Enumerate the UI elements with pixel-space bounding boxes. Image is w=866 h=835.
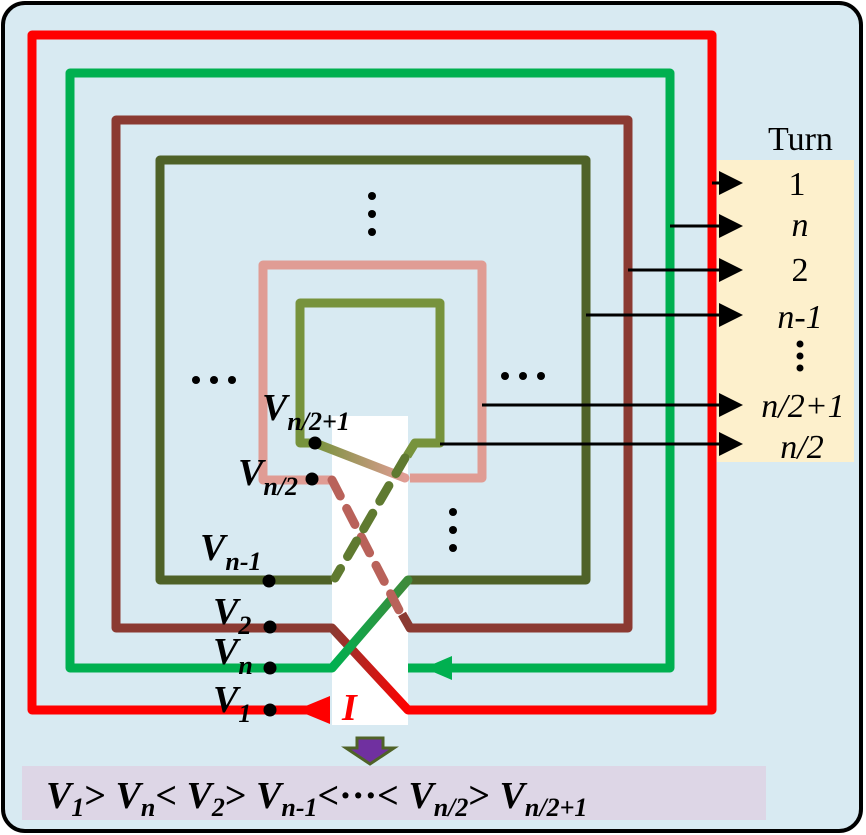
crossover-inner-to-n-2 (310, 438, 410, 483)
dashed-crossover-n-2-to-2 (327, 475, 405, 617)
crossover-turn-2-to-1 (327, 623, 413, 715)
turn-arrows (440, 171, 743, 456)
node-label-vn-1: Vn-1 (200, 527, 261, 576)
turn-header: Turn (768, 121, 833, 158)
dashed-crossover-inner-to-n-1 (330, 453, 410, 583)
equation-panel (22, 766, 766, 820)
current-label: I (341, 687, 358, 729)
flow-arrow-icon (424, 656, 452, 680)
down-arrow-icon (341, 736, 399, 766)
turn-row-n: n (792, 207, 809, 244)
node-label-vn2: Vn/2 (238, 452, 298, 501)
turn-row-n-2-plus-1: n/2+1 (761, 388, 844, 425)
node-dots (262, 436, 322, 717)
node-label-vn: Vn (213, 631, 253, 680)
vertical-ellipsis-icon (368, 192, 804, 552)
coil-turn-n-2-plus-1 (295, 298, 445, 459)
coil-turn-2 (111, 115, 633, 633)
turn-row-2: 2 (792, 252, 809, 289)
node-label-vn2p1: Vn/2+1 (262, 387, 350, 436)
turn-row-n-1: n-1 (777, 299, 822, 336)
current-arrow-icon (296, 696, 330, 724)
turn-row-n-2: n/2 (780, 429, 823, 466)
node-label-v2: V2 (213, 591, 251, 640)
turn-row-1: 1 (789, 166, 806, 203)
coil-turn-n-1 (155, 155, 591, 585)
coil-turn-1 (27, 30, 717, 715)
coil-turn-n-2 (258, 260, 487, 485)
coil-turn-n (65, 68, 675, 673)
node-label-v1: V1 (213, 679, 251, 728)
horizontal-ellipsis-icon (192, 372, 545, 384)
voltage-inequality: V1> Vn< V2> Vn-1<···< Vn/2> Vn/2+1 (46, 775, 587, 822)
